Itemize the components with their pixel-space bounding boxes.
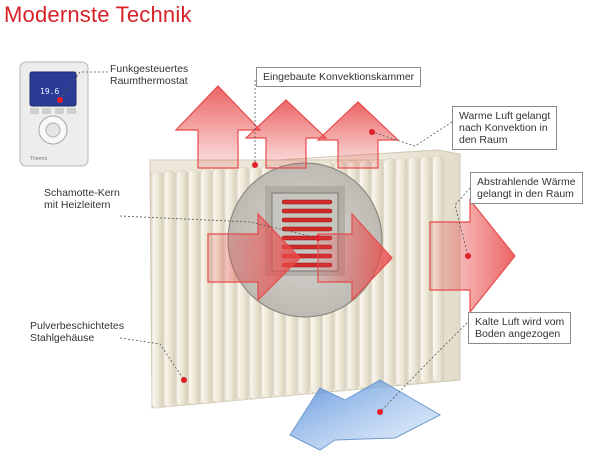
label-warme-luft: Warme Luft gelangt nach Konvektion in de… bbox=[452, 106, 558, 150]
radiator-fin bbox=[163, 171, 176, 408]
radiant-heat-right-arrows bbox=[207, 198, 516, 314]
thermostat: 19.6 Thermo bbox=[19, 61, 89, 167]
radiator-fin bbox=[395, 157, 408, 386]
radiator-fin bbox=[212, 168, 225, 403]
page-title: Modernste Technik bbox=[4, 2, 192, 27]
warm-air-up-arrows bbox=[174, 85, 400, 169]
heating-coil bbox=[281, 199, 333, 205]
radiator-fin bbox=[188, 169, 200, 405]
thermostat-brand: Thermo bbox=[30, 156, 47, 162]
annotation-dots bbox=[57, 97, 471, 415]
radiator-fin bbox=[407, 157, 420, 385]
label-funk-thermostat: Funkgesteuertes Raumthermostat bbox=[110, 63, 189, 87]
heating-coil bbox=[281, 217, 333, 223]
label-konvektionskammer: Eingebaute Konvektionskammer bbox=[256, 67, 422, 87]
heating-coil bbox=[281, 226, 333, 232]
leader-lines bbox=[59, 71, 471, 413]
heating-coil bbox=[281, 208, 333, 214]
radiator-fin bbox=[200, 168, 213, 404]
radiator-fin bbox=[383, 158, 396, 387]
label-kalte-luft: Kalte Luft wird vom Boden angezogen bbox=[468, 312, 572, 344]
label-schamotte: Schamotte-Kern mit Heizleitern bbox=[44, 187, 120, 211]
label-pulver: Pulverbeschichtetes Stahlgehäuse bbox=[30, 320, 124, 344]
label-abstrahlende: Abstrahlende Wärme gelangt in den Raum bbox=[470, 172, 583, 204]
radiator-fin bbox=[224, 167, 237, 402]
cold-air-arrow bbox=[289, 379, 442, 451]
thermostat-display: 19.6 bbox=[40, 87, 59, 96]
radiator-fin bbox=[151, 171, 164, 409]
radiator-fin bbox=[176, 170, 188, 407]
